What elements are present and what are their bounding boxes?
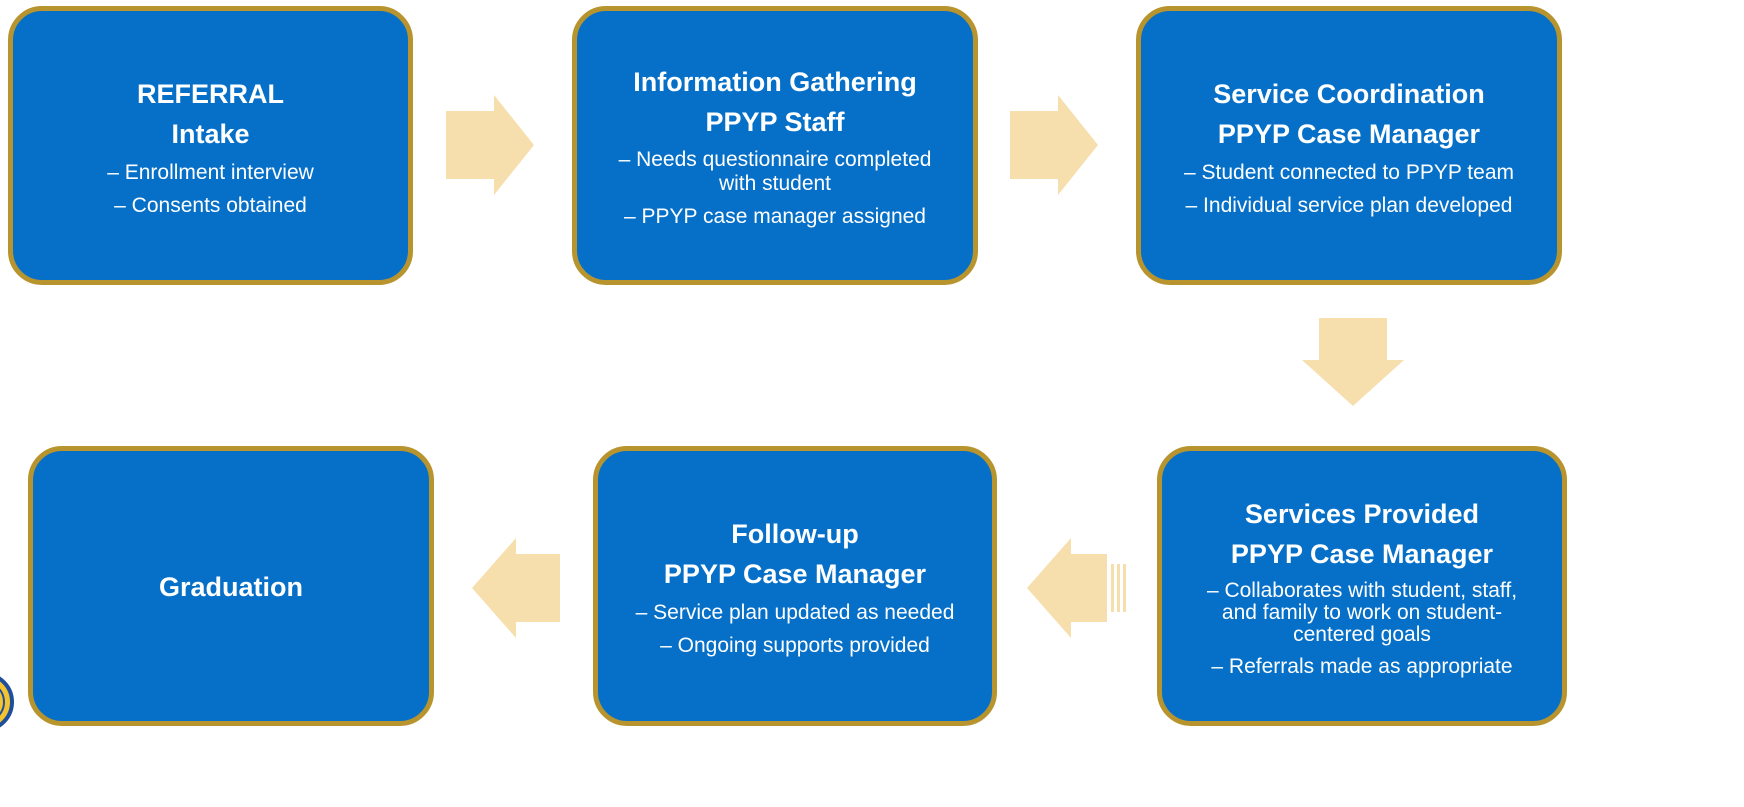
step-detail: – Individual service plan developed xyxy=(1185,193,1513,217)
step-subtitle: PPYP Case Manager xyxy=(1217,118,1481,149)
step-information-gathering-box: Information Gathering PPYP Staff – Needs… xyxy=(572,6,978,285)
step-title: Follow-up xyxy=(731,519,859,549)
arrow-right-icon xyxy=(446,95,534,195)
step-subtitle: PPYP Case Manager xyxy=(1230,538,1494,569)
arrow-left-icon xyxy=(472,538,560,638)
step-title: Service Coordination xyxy=(1213,78,1485,109)
step-title: Services Provided xyxy=(1244,498,1480,529)
step-detail: – Student connected to PPYP team xyxy=(1183,160,1514,184)
step-subtitle: Intake xyxy=(171,118,250,149)
arrow-down-icon xyxy=(1302,318,1404,406)
step-service-coordination-box: Service Coordination PPYP Case Manager –… xyxy=(1136,6,1562,285)
step-detail: – Consents obtained xyxy=(114,193,307,217)
step-detail: – PPYP case manager assigned xyxy=(624,205,926,228)
seal-logo-icon xyxy=(0,676,14,728)
step-services-provided-box: Services Provided PPYP Case Manager – Co… xyxy=(1157,446,1567,726)
step-subtitle: PPYP Staff xyxy=(705,107,845,137)
arrow-left-icon xyxy=(1027,538,1126,638)
step-detail: – Referrals made as appropriate xyxy=(1211,654,1513,678)
step-detail: – Collaborates with student, staff, and … xyxy=(1206,578,1518,646)
step-graduation-box: Graduation xyxy=(28,446,434,726)
step-title: REFERRAL xyxy=(137,78,284,109)
step-detail: – Service plan updated as needed xyxy=(635,601,955,624)
step-detail: – Ongoing supports provided xyxy=(660,634,930,657)
step-subtitle: PPYP Case Manager xyxy=(663,559,927,589)
step-referral-box: REFERRAL Intake – Enrollment interview –… xyxy=(8,6,413,285)
arrow-right-icon xyxy=(1010,95,1098,195)
step-title: Graduation xyxy=(158,572,303,602)
step-detail: – Enrollment interview xyxy=(107,160,314,184)
step-title: Information Gathering xyxy=(633,67,917,97)
step-follow-up-box: Follow-up PPYP Case Manager – Service pl… xyxy=(593,446,997,726)
step-detail: – Needs questionnaire completed with stu… xyxy=(618,148,932,195)
